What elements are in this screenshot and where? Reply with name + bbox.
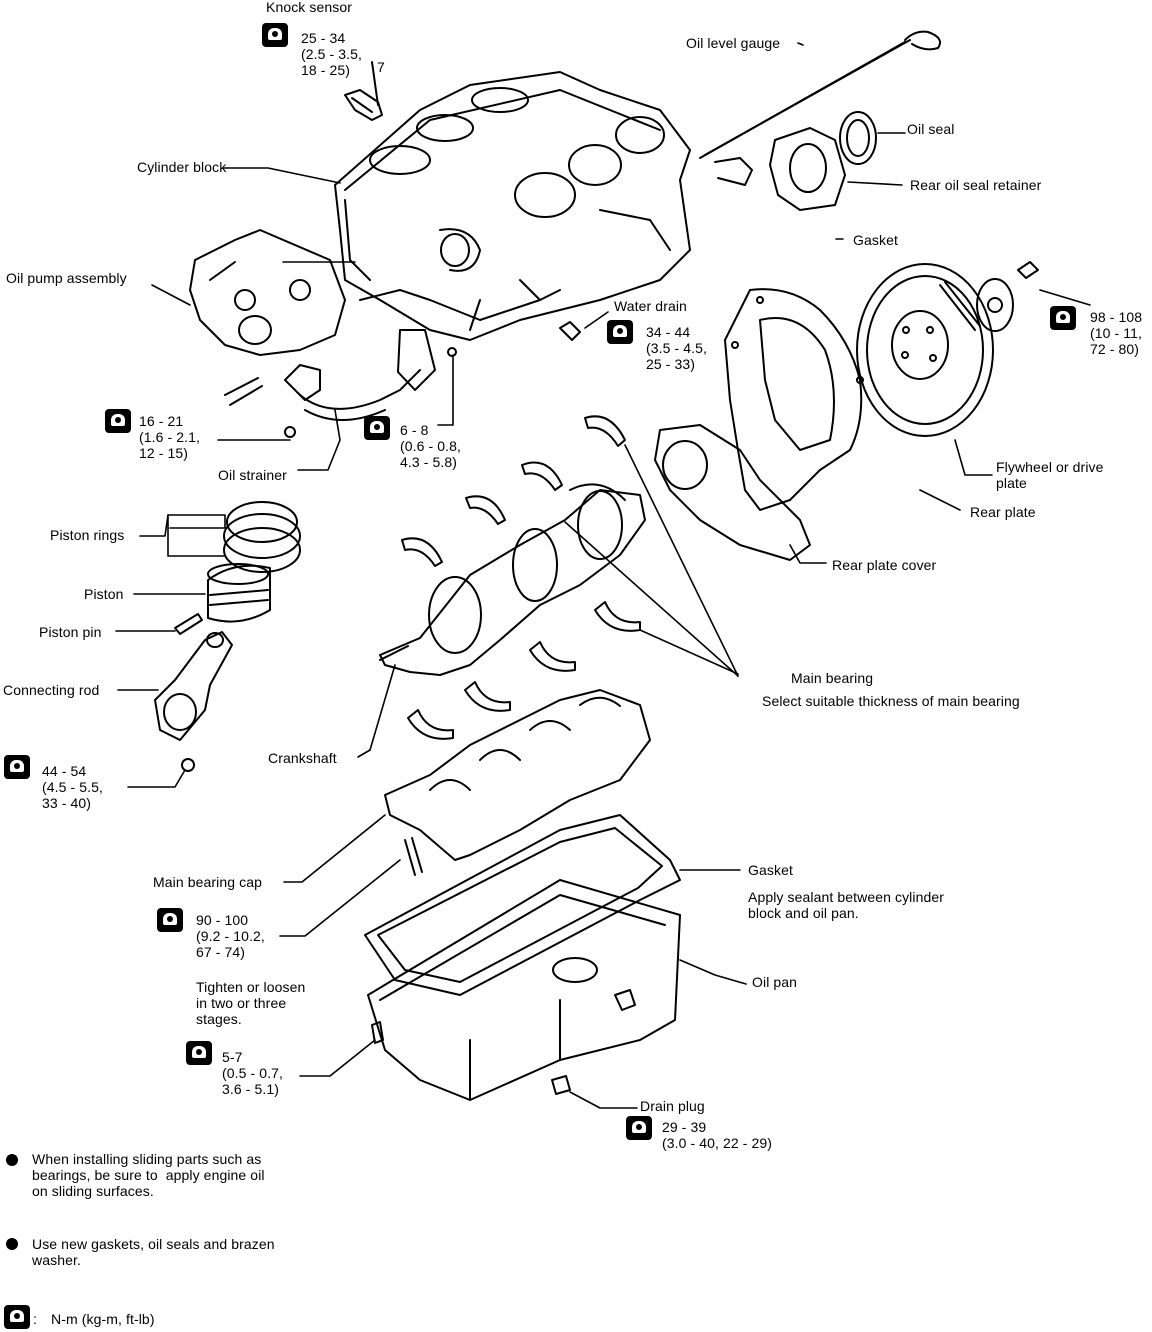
torque-knock-sensor: 25 - 34 (2.5 - 3.5, 18 - 25) (301, 30, 363, 78)
rear-plate-cover-drawing (654, 424, 811, 561)
label-gasket-oil-pan: Gasket (748, 862, 793, 878)
water-drain-drawing (559, 321, 581, 341)
label-rear-plate-cover: Rear plate cover (832, 557, 937, 573)
torque-wrench-icon (4, 1305, 30, 1329)
label-drain-plug: Drain plug (640, 1098, 705, 1114)
cylinder-block-drawing (334, 71, 691, 341)
leader-lines (115, 42, 1091, 1109)
piston-drawing (207, 563, 271, 623)
piston-pin-drawing (174, 613, 203, 635)
oil-seal-drawing (839, 111, 877, 165)
legend-torque-units: N-m (kg-m, ft-lb) (51, 1311, 155, 1327)
note-tighten-stages: Tighten or loosen in two or three stages… (196, 979, 306, 1027)
torque-wrench-icon (186, 1041, 212, 1065)
flywheel-drawing (856, 263, 994, 437)
torque-drain-plug: 29 - 39 (3.0 - 40, 22 - 29) (662, 1119, 773, 1151)
torque-wrench-icon (105, 409, 131, 433)
label-main-bearing-cap: Main bearing cap (153, 874, 262, 890)
note-apply-sealant: Apply sealant between cylinder block and… (748, 889, 945, 921)
bullet-icon (6, 1238, 18, 1250)
label-piston-pin: Piston pin (39, 624, 102, 640)
lower-main-bearings-drawing (407, 601, 641, 740)
label-oil-strainer: Oil strainer (218, 467, 287, 483)
torque-wrench-icon (157, 908, 183, 932)
bullet-icon (6, 1154, 18, 1166)
note-main-bearing-thickness: Select suitable thickness of main bearin… (762, 693, 1020, 709)
label-piston-rings: Piston rings (50, 527, 125, 543)
label-oil-pan: Oil pan (752, 974, 798, 990)
oil-strainer-drawing (284, 329, 457, 438)
piston-rings-drawing (223, 501, 301, 573)
main-bearing-cap-drawing (384, 689, 651, 876)
label-water-drain: Water drain (614, 298, 687, 314)
label-gasket-top: Gasket (853, 232, 898, 248)
torque-wrench-icon (4, 755, 30, 779)
oil-level-gauge-drawing (699, 30, 941, 159)
label-flywheel-or-drive-plate: Flywheel or drive plate (996, 459, 1104, 491)
connecting-rod-drawing (154, 631, 233, 772)
label-cylinder-block: Cylinder block (137, 159, 227, 175)
label-oil-seal: Oil seal (907, 121, 955, 137)
upper-main-bearings-drawing (401, 415, 626, 567)
note-new-gaskets: Use new gaskets, oil seals and brazen wa… (32, 1236, 275, 1268)
label-oil-level-gauge: Oil level gauge (686, 35, 781, 51)
rear-plate-drawing (724, 288, 864, 511)
torque-main-bearing-cap: 90 - 100 (9.2 - 10.2, 67 - 74) (196, 912, 265, 960)
legend-colon: : (33, 1311, 37, 1327)
crankshaft-drawing (379, 483, 646, 676)
label-connecting-rod: Connecting rod (3, 682, 100, 698)
knock-sensor-drawing (344, 61, 383, 121)
torque-wrench-icon (1050, 306, 1076, 330)
oil-pan-drawing (367, 879, 681, 1101)
torque-wrench-icon (364, 416, 390, 440)
label-rear-oil-seal-retainer: Rear oil seal retainer (910, 177, 1042, 193)
oil-pump-assembly-drawing (189, 229, 346, 406)
note-sliding-parts: When installing sliding parts such as be… (32, 1151, 265, 1199)
torque-wrench-icon (262, 23, 288, 47)
torque-oil-pump: 16 - 21 (1.6 - 2.1, 12 - 15) (139, 413, 201, 461)
label-knock-sensor: Knock sensor (266, 0, 353, 15)
torque-flywheel: 98 - 108 (10 - 11, 72 - 80) (1090, 309, 1143, 357)
rear-oil-seal-retainer-drawing (714, 127, 846, 211)
callout-marker: 7 (377, 59, 385, 75)
label-rear-plate: Rear plate (970, 504, 1036, 520)
oil-pan-gasket-drawing (364, 814, 681, 996)
torque-water-drain: 34 - 44 (3.5 - 4.5, 25 - 33) (646, 324, 708, 372)
drive-plate-adapter-drawing (976, 261, 1039, 332)
label-oil-pump-assembly: Oil pump assembly (6, 270, 127, 286)
torque-strainer: 6 - 8 (0.6 - 0.8, 4.3 - 5.8) (400, 422, 462, 470)
label-piston: Piston (84, 586, 124, 602)
torque-oil-pan: 5-7 (0.5 - 0.7, 3.6 - 5.1) (222, 1049, 284, 1097)
label-crankshaft: Crankshaft (268, 750, 337, 766)
label-main-bearing: Main bearing (791, 670, 874, 686)
torque-wrench-icon (607, 320, 633, 344)
torque-wrench-icon (626, 1116, 652, 1140)
torque-connecting-rod: 44 - 54 (4.5 - 5.5, 33 - 40) (42, 763, 104, 811)
